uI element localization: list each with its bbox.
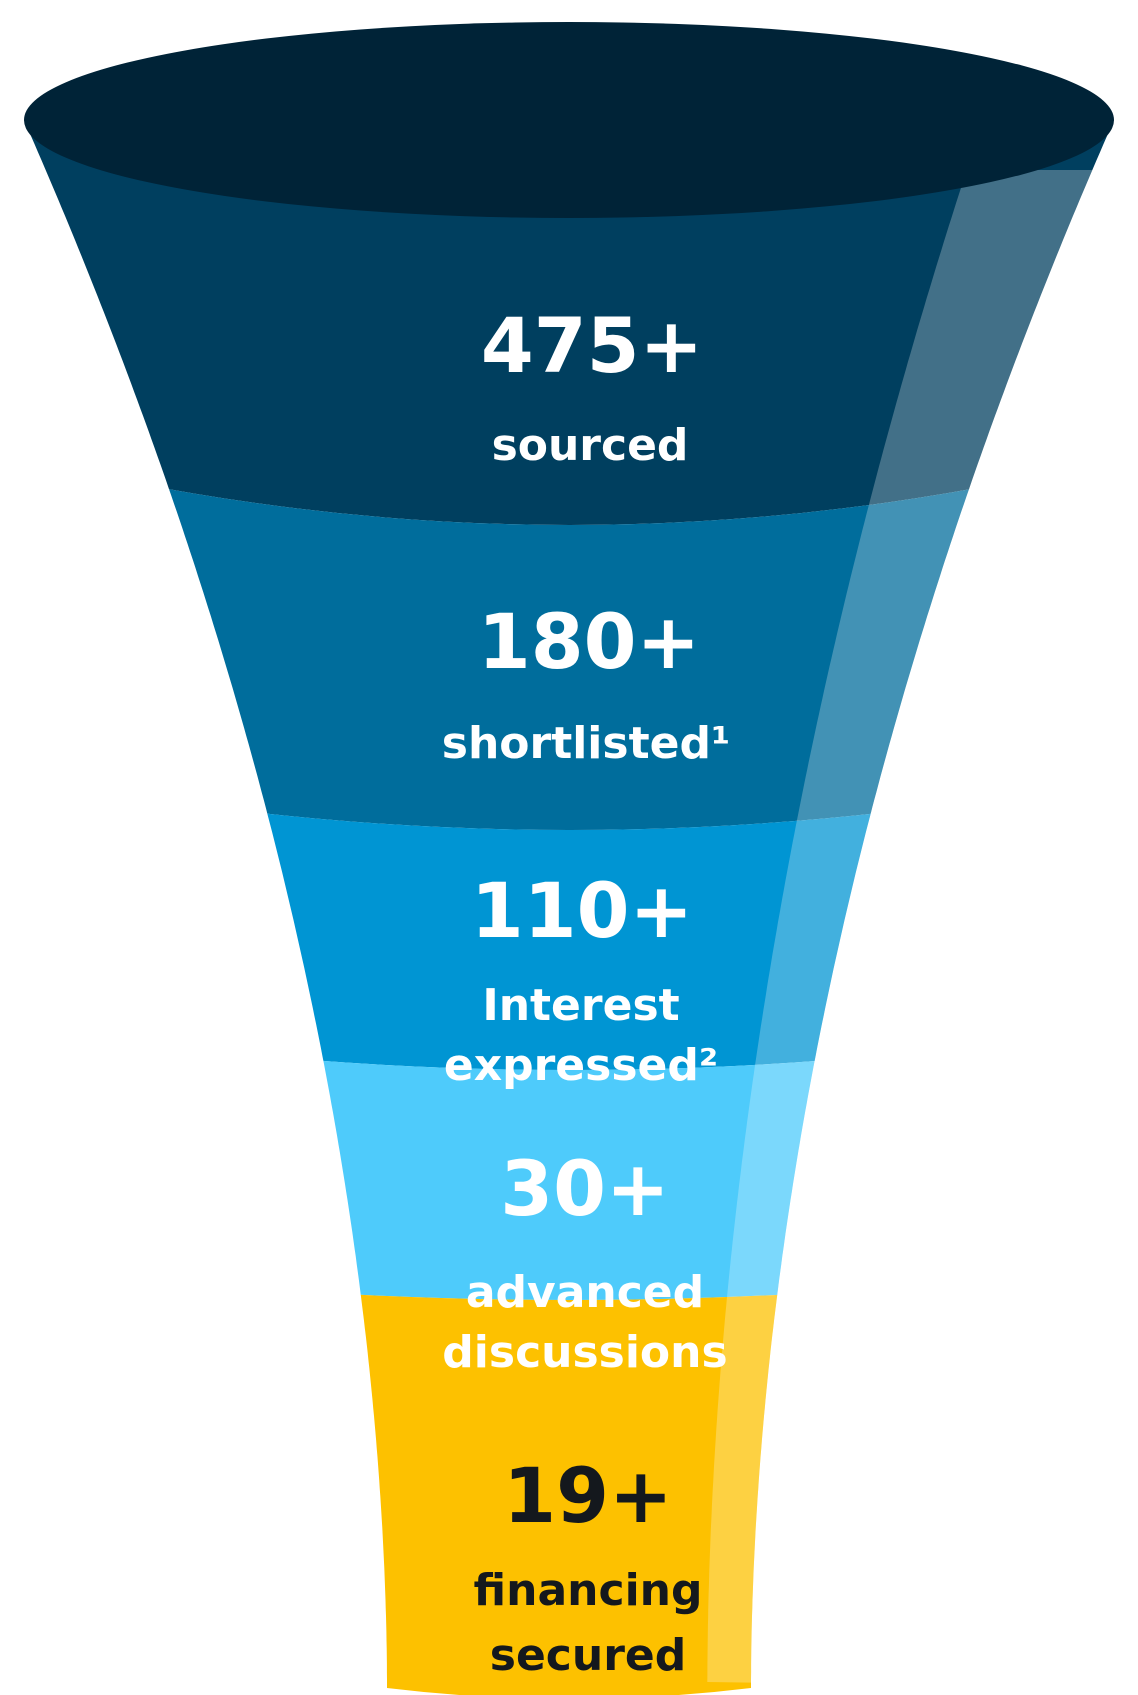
stage-value-shortlisted: 180+ <box>478 597 700 686</box>
stage-label-financing-secured-line1: financing <box>474 1565 703 1616</box>
stage-label-advanced-discussions-line2: discussions <box>442 1327 727 1378</box>
stage-value-sourced: 475+ <box>481 301 703 390</box>
stage-label-sourced: sourced <box>492 420 689 471</box>
funnel-mouth <box>24 22 1114 218</box>
stage-band-shortlisted <box>24 450 1114 830</box>
stage-value-financing-secured: 19+ <box>503 1451 672 1540</box>
stage-value-interest-expressed: 110+ <box>471 866 693 955</box>
stage-label-interest-expressed-line2: expressed² <box>444 1040 718 1091</box>
stage-value-advanced-discussions: 30+ <box>500 1144 669 1233</box>
stage-label-financing-secured-line2: secured <box>490 1630 686 1681</box>
stage-label-shortlisted: shortlisted¹ <box>442 718 730 769</box>
stage-label-interest-expressed-line1: Interest <box>482 980 679 1031</box>
stage-label-advanced-discussions-line1: advanced <box>466 1267 704 1318</box>
